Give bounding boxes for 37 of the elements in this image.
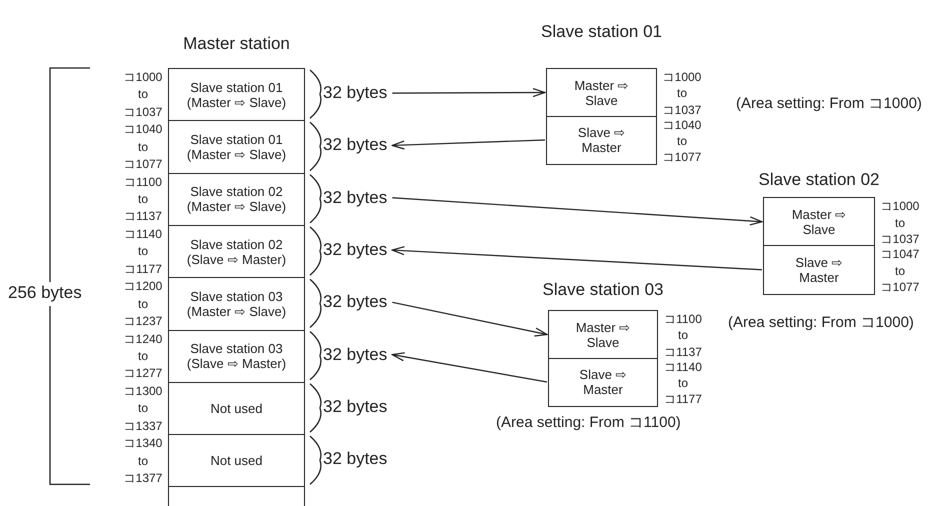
address-range: コ1140 to コ1177	[123, 226, 163, 278]
address-range: コ1340 to コ1377	[122, 435, 164, 487]
arrow	[392, 139, 546, 150]
station-heading: Slave station 01	[541, 22, 662, 42]
arrow	[392, 302, 548, 337]
size-label: 32 bytes	[323, 344, 388, 365]
address-range: コ1100 to コ1137	[663, 311, 703, 360]
area-setting-note: (Area setting: From コ1100)	[496, 413, 681, 432]
address-range: コ1240 to コ1277	[122, 330, 164, 382]
address-range: コ1140 to コ1177	[663, 358, 703, 408]
address-range: コ1000 to コ1037	[880, 198, 920, 248]
arrow	[392, 88, 546, 98]
address-range: コ1300 to コ1337	[122, 382, 164, 435]
address-range: コ1040 to コ1077	[122, 121, 164, 174]
address-range: コ1047 to コ1077	[880, 246, 920, 296]
area-setting-note: (Area setting: From コ1000)	[736, 94, 922, 113]
address-range: コ1000 to コ1037	[662, 69, 702, 118]
size-label: 32 bytes	[323, 240, 388, 260]
address-range: コ1200 to コ1237	[122, 278, 164, 330]
size-label: 32 bytes	[323, 449, 388, 470]
arrow	[392, 352, 548, 383]
area-setting-note: (Area setting: From コ1000)	[728, 313, 914, 332]
address-range: コ1100 to コ1137	[123, 174, 163, 226]
arrow	[392, 197, 763, 226]
station-heading: Slave station 02	[758, 170, 880, 190]
size-label: 32 bytes	[323, 188, 388, 208]
size-label: 32 bytes	[323, 292, 388, 312]
empty-block	[168, 486, 305, 506]
size-label: 32 bytes	[323, 135, 388, 156]
station-heading: Slave station 03	[542, 280, 664, 300]
size-label: 256 bytes	[8, 283, 82, 303]
arrow	[392, 246, 762, 270]
size-label: 32 bytes	[323, 83, 388, 104]
size-label: 32 bytes	[323, 396, 388, 417]
address-range: コ1000 to コ1037	[122, 69, 164, 121]
address-range: コ1040 to コ1077	[662, 116, 702, 166]
table-heading: Master station	[183, 34, 290, 54]
